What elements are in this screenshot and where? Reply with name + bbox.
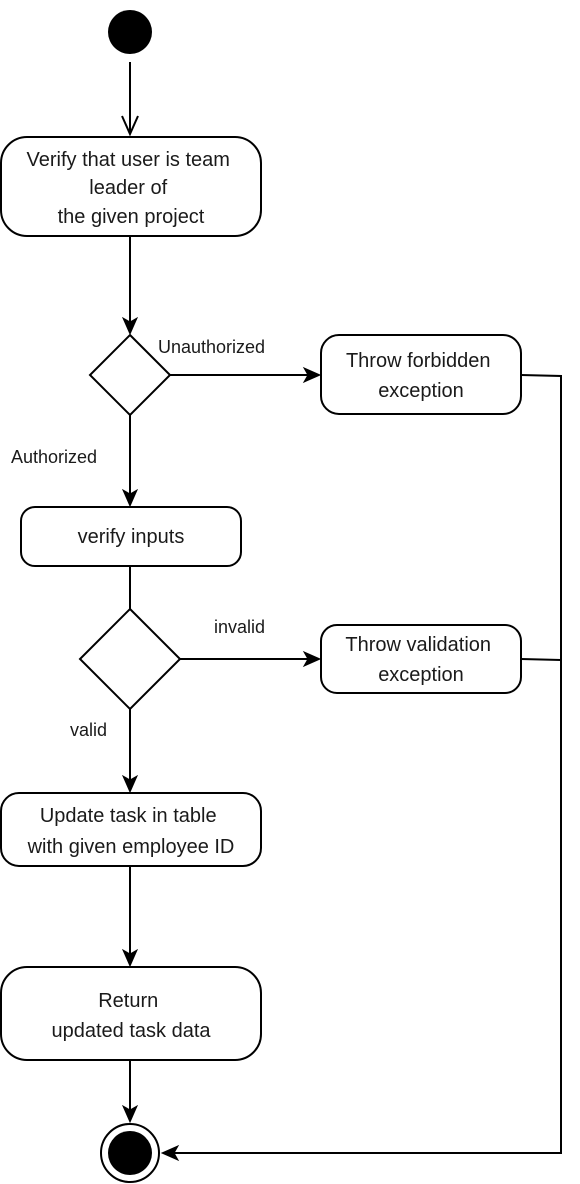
arrowhead [121,316,139,336]
verify-leader-line-2: leader of [89,177,167,199]
svg-text:Verify that user is team l: Verify that user is team leader of the g… [27,149,236,228]
start-node [108,10,152,54]
verify-inputs-label: verify inputs [78,526,185,548]
action-return-task-data [0,966,262,1061]
arrowhead [121,948,139,968]
update-task-line-1: Update task in table [40,805,217,827]
svg-text:Throw validation exception: Throw validation exception [345,634,496,686]
edge-forbidden-to-end [174,374,562,1154]
label-authorized: Authorized [11,447,97,467]
arrowhead [160,1144,180,1162]
label-unauthorized: Unauthorized [158,337,265,357]
arrowhead [302,366,322,384]
throw-forbidden-line-1: Throw forbidden [346,350,491,372]
verify-leader-line-1: Verify that user is team [27,149,230,171]
return-line-2: updated task data [51,1020,211,1042]
decision-validity [78,607,182,711]
verify-leader-line-3: the given project [58,206,205,228]
svg-text:Update task in table with: Update task in table with given employee… [27,805,235,858]
throw-validation-line-1: Throw validation [345,634,491,656]
return-line-1: Return [98,990,158,1012]
throw-forbidden-line-2: exception [378,380,464,402]
end-node-core [108,1131,152,1175]
arrowhead [121,488,139,508]
svg-text:Throw forbidden exception: Throw forbidden exception [346,350,496,402]
label-valid: valid [70,720,107,740]
label-invalid: invalid [214,617,265,637]
throw-validation-line-2: exception [378,664,464,686]
arrowhead [121,1104,139,1124]
arrowhead [121,774,139,794]
svg-text:Return updated task data: Return updated task data [51,990,211,1042]
open-arrowhead [121,115,139,137]
edge-validation-to-end [520,658,562,661]
arrowhead [302,650,322,668]
update-task-line-2: with given employee ID [27,836,235,858]
action-throw-forbidden [320,334,522,415]
